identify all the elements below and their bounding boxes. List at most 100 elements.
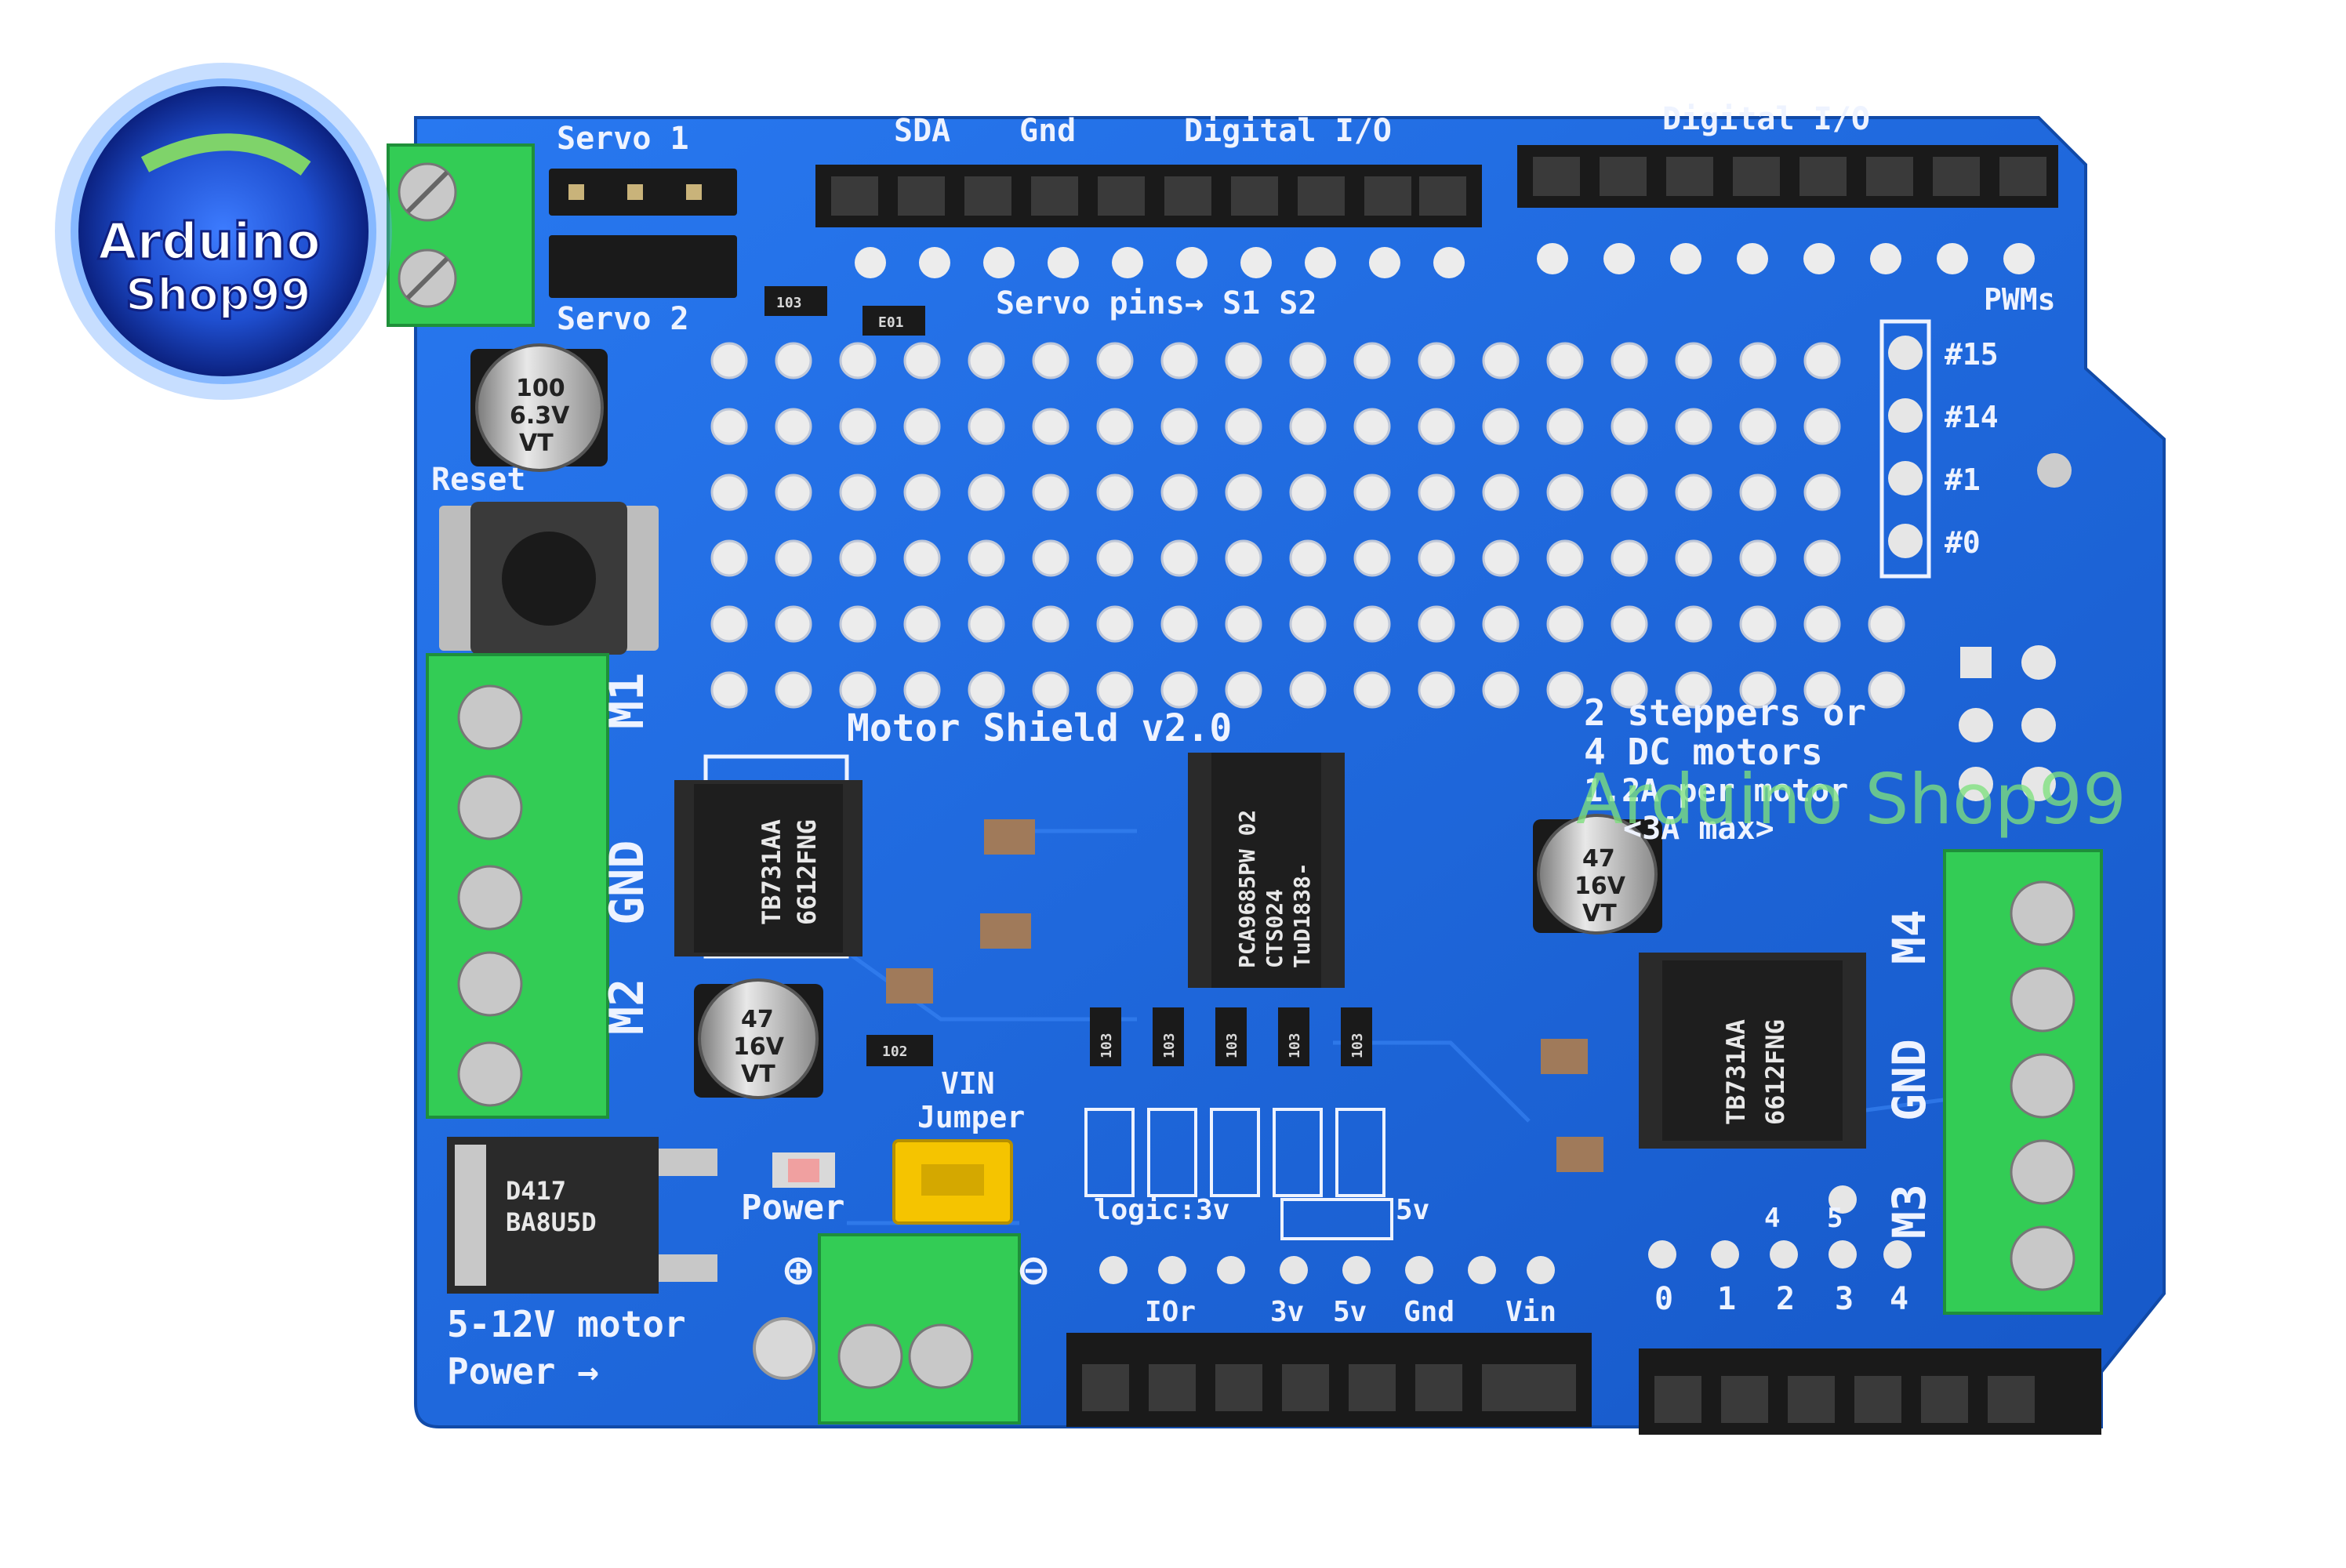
proto-hole — [1418, 408, 1455, 445]
proto-hole — [903, 605, 941, 643]
proto-hole — [1096, 342, 1134, 379]
proto-hole — [903, 342, 941, 379]
proto-hole — [775, 342, 812, 379]
smd-components — [764, 286, 1603, 1172]
pwms-label: PWMs — [1984, 282, 2056, 317]
proto-hole — [1160, 671, 1198, 709]
smd-resistor — [1215, 1007, 1247, 1066]
smd-resistor — [1278, 1007, 1309, 1066]
proto-hole — [1546, 474, 1584, 511]
proto-hole — [968, 539, 1005, 577]
proto-hole — [1546, 408, 1584, 445]
proto-hole — [1353, 408, 1391, 445]
proto-hole — [1225, 474, 1262, 511]
regulator-line1: D417 — [506, 1176, 566, 1206]
pwm0-label: #0 — [1945, 525, 1981, 560]
proto-hole — [1032, 671, 1070, 709]
proto-hole — [1611, 408, 1648, 445]
proto-hole — [1032, 539, 1070, 577]
proto-hole — [710, 605, 748, 643]
digital-io-right-label: Digital I/O — [1662, 101, 1870, 137]
pin-vin-label: Vin — [1505, 1296, 1556, 1328]
proto-hole — [1611, 671, 1648, 709]
capacitor-100uf — [470, 343, 608, 472]
smd-resistor-label: 103 — [1224, 1033, 1240, 1058]
proto-hole — [1739, 474, 1777, 511]
resistor-103a: 103 — [776, 295, 802, 311]
cap3-line1: 47 — [1582, 845, 1615, 873]
proto-hole — [1289, 605, 1327, 643]
header-pad — [1048, 247, 1079, 278]
pwm14-label: #14 — [1945, 400, 1999, 434]
resistor-102: 102 — [882, 1044, 908, 1060]
reset-button[interactable] — [439, 502, 659, 655]
pwm-outline — [1879, 319, 1931, 579]
terminal-block-m1-m2 — [426, 653, 609, 1119]
proto-hole — [1803, 605, 1841, 643]
proto-hole — [1675, 342, 1712, 379]
header-pad — [1112, 247, 1143, 278]
proto-hole — [710, 474, 748, 511]
proto-hole — [1739, 605, 1777, 643]
proto-hole — [1096, 474, 1134, 511]
cap2-line2: 16V — [733, 1033, 785, 1061]
proto-hole — [968, 605, 1005, 643]
servo-header-1 — [549, 169, 737, 298]
proto-hole — [1225, 539, 1262, 577]
proto-hole — [1482, 408, 1520, 445]
header-analog-bottom — [1639, 1348, 2101, 1435]
steppers-line1: 2 steppers or — [1584, 691, 1866, 734]
proto-hole — [1482, 474, 1520, 511]
board-title: Motor Shield v2.0 — [847, 706, 1232, 750]
mounting-hole — [753, 1317, 815, 1380]
header-pad — [1176, 247, 1208, 278]
proto-hole — [775, 408, 812, 445]
terminal-block-m3-m4 — [1943, 849, 2103, 1315]
vin-jumper[interactable] — [892, 1139, 1013, 1225]
vin-label: VIN — [941, 1066, 995, 1101]
proto-hole — [1096, 605, 1134, 643]
pin-5v-label: 5v — [1333, 1296, 1367, 1328]
proto-hole — [1032, 474, 1070, 511]
proto-hole — [710, 671, 748, 709]
proto-hole — [775, 539, 812, 577]
proto-hole — [1546, 539, 1584, 577]
pwm-line3: TuD1838- — [1289, 862, 1315, 968]
terminal-block-motor-power — [818, 1233, 1021, 1425]
digital-io-left-label: Digital I/O — [1184, 113, 1392, 149]
resistor-e01: E01 — [878, 314, 904, 331]
store-logo — [55, 63, 392, 400]
proto-hole — [1868, 605, 1905, 643]
header-pad — [1803, 243, 1835, 274]
mounting-hole — [2037, 453, 2072, 488]
pwm-driver-chip — [1188, 753, 1345, 988]
proto-hole — [1803, 539, 1841, 577]
proto-hole — [1225, 605, 1262, 643]
proto-hole — [839, 474, 877, 511]
cap1-line1: 100 — [516, 375, 565, 402]
proto-hole — [1546, 342, 1584, 379]
proto-hole — [1739, 539, 1777, 577]
proto-hole — [1353, 474, 1391, 511]
proto-hole — [1032, 342, 1070, 379]
steppers-line4: <3A max> — [1623, 811, 1774, 847]
header-pad — [1305, 247, 1336, 278]
smd-resistor-label: 103 — [1349, 1033, 1366, 1058]
m2-label: M2 — [600, 978, 655, 1035]
gnd-top-label: Gnd — [1019, 113, 1076, 149]
proto-hole — [1739, 671, 1777, 709]
top-a5-label: 5 — [1827, 1203, 1843, 1234]
pwm15-label: #15 — [1945, 337, 1999, 372]
a0-label: 0 — [1654, 1281, 1673, 1317]
proto-hole — [839, 408, 877, 445]
proto-hole — [1032, 605, 1070, 643]
a2-label: 2 — [1776, 1281, 1795, 1317]
proto-hole — [1160, 539, 1198, 577]
reset-label: Reset — [431, 462, 525, 498]
proto-hole — [1611, 605, 1648, 643]
header-pad — [1537, 243, 1568, 274]
plus-symbol: ⊕ — [784, 1243, 812, 1298]
proto-hole — [839, 671, 877, 709]
top-a4-label: 4 — [1764, 1203, 1780, 1234]
proto-hole — [1418, 342, 1455, 379]
